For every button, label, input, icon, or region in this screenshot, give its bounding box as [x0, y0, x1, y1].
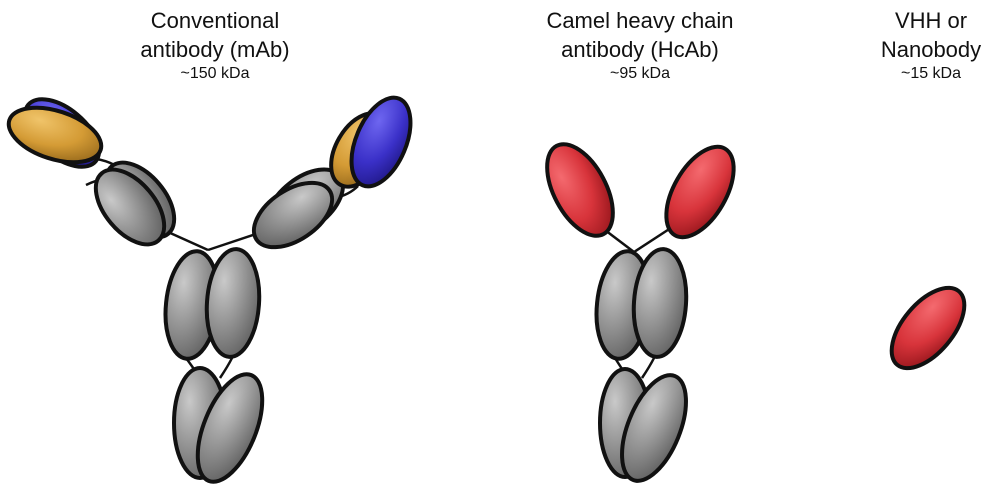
- vhh-domain: [878, 275, 978, 381]
- hcab-fc-link-right: [642, 358, 654, 378]
- vhh-nanobody: [878, 275, 978, 381]
- hcab-antibody: [534, 134, 748, 490]
- mab-antibody: [2, 86, 422, 490]
- mab-fc-link-right: [220, 358, 232, 378]
- mab-hinge-left: [168, 232, 208, 250]
- hcab-vhh-domain-left: [534, 134, 627, 247]
